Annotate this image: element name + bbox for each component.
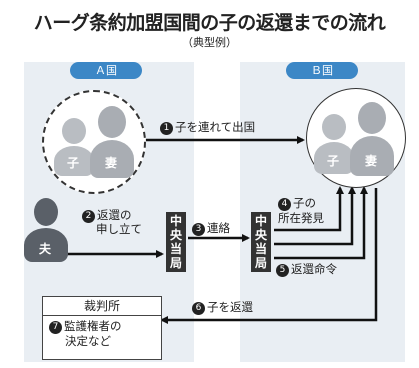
child-figure-a [62, 118, 86, 144]
child-figure-b [322, 114, 346, 140]
departing-group-circle [42, 90, 146, 194]
wife-body-b [350, 136, 394, 176]
country-b-tag: Ｂ国 [286, 62, 358, 79]
diagram-title: ハーグ条約加盟国間の子の返還までの流れ [33, 12, 386, 34]
child-label-b: 子 [327, 154, 340, 168]
step-7-number: 7 [49, 321, 62, 334]
step-5-number: 5 [276, 264, 289, 277]
child-body-a [54, 146, 94, 176]
arrow-step-6 [160, 188, 378, 324]
step-3-number: 3 [192, 223, 205, 236]
step-7-label-line2: 決定など [65, 334, 111, 348]
child-body-b [314, 142, 354, 174]
diagram-subtitle: （典型例） [182, 36, 237, 49]
court-title: 裁判所 [43, 297, 161, 316]
step-2-label-line2: 申し立て [96, 222, 142, 236]
husband-body [24, 228, 68, 262]
country-a-tag: Ａ国 [70, 62, 142, 79]
step-4-number: 4 [278, 198, 291, 211]
child-label-a: 子 [67, 156, 80, 170]
husband-figure [34, 198, 58, 226]
arrow-step-4a [274, 186, 344, 232]
central-authority-a: 中 央 当 局 [166, 212, 186, 272]
arrow-step-5 [274, 186, 368, 260]
wife-body-a [90, 140, 134, 178]
step-4-label-line2: 所在発見 [278, 211, 324, 225]
step-6-number: 6 [192, 302, 205, 315]
central-authority-b: 中 央 当 局 [251, 212, 271, 272]
arrow-step-4b [274, 186, 356, 246]
wife-figure-b [358, 102, 386, 134]
step-2-number: 2 [82, 210, 95, 223]
wife-figure-a [98, 106, 126, 138]
step-1-number: 1 [160, 122, 173, 135]
wife-label-b: 妻 [365, 154, 378, 168]
wife-label-a: 妻 [105, 156, 118, 170]
husband-label: 夫 [39, 242, 52, 256]
